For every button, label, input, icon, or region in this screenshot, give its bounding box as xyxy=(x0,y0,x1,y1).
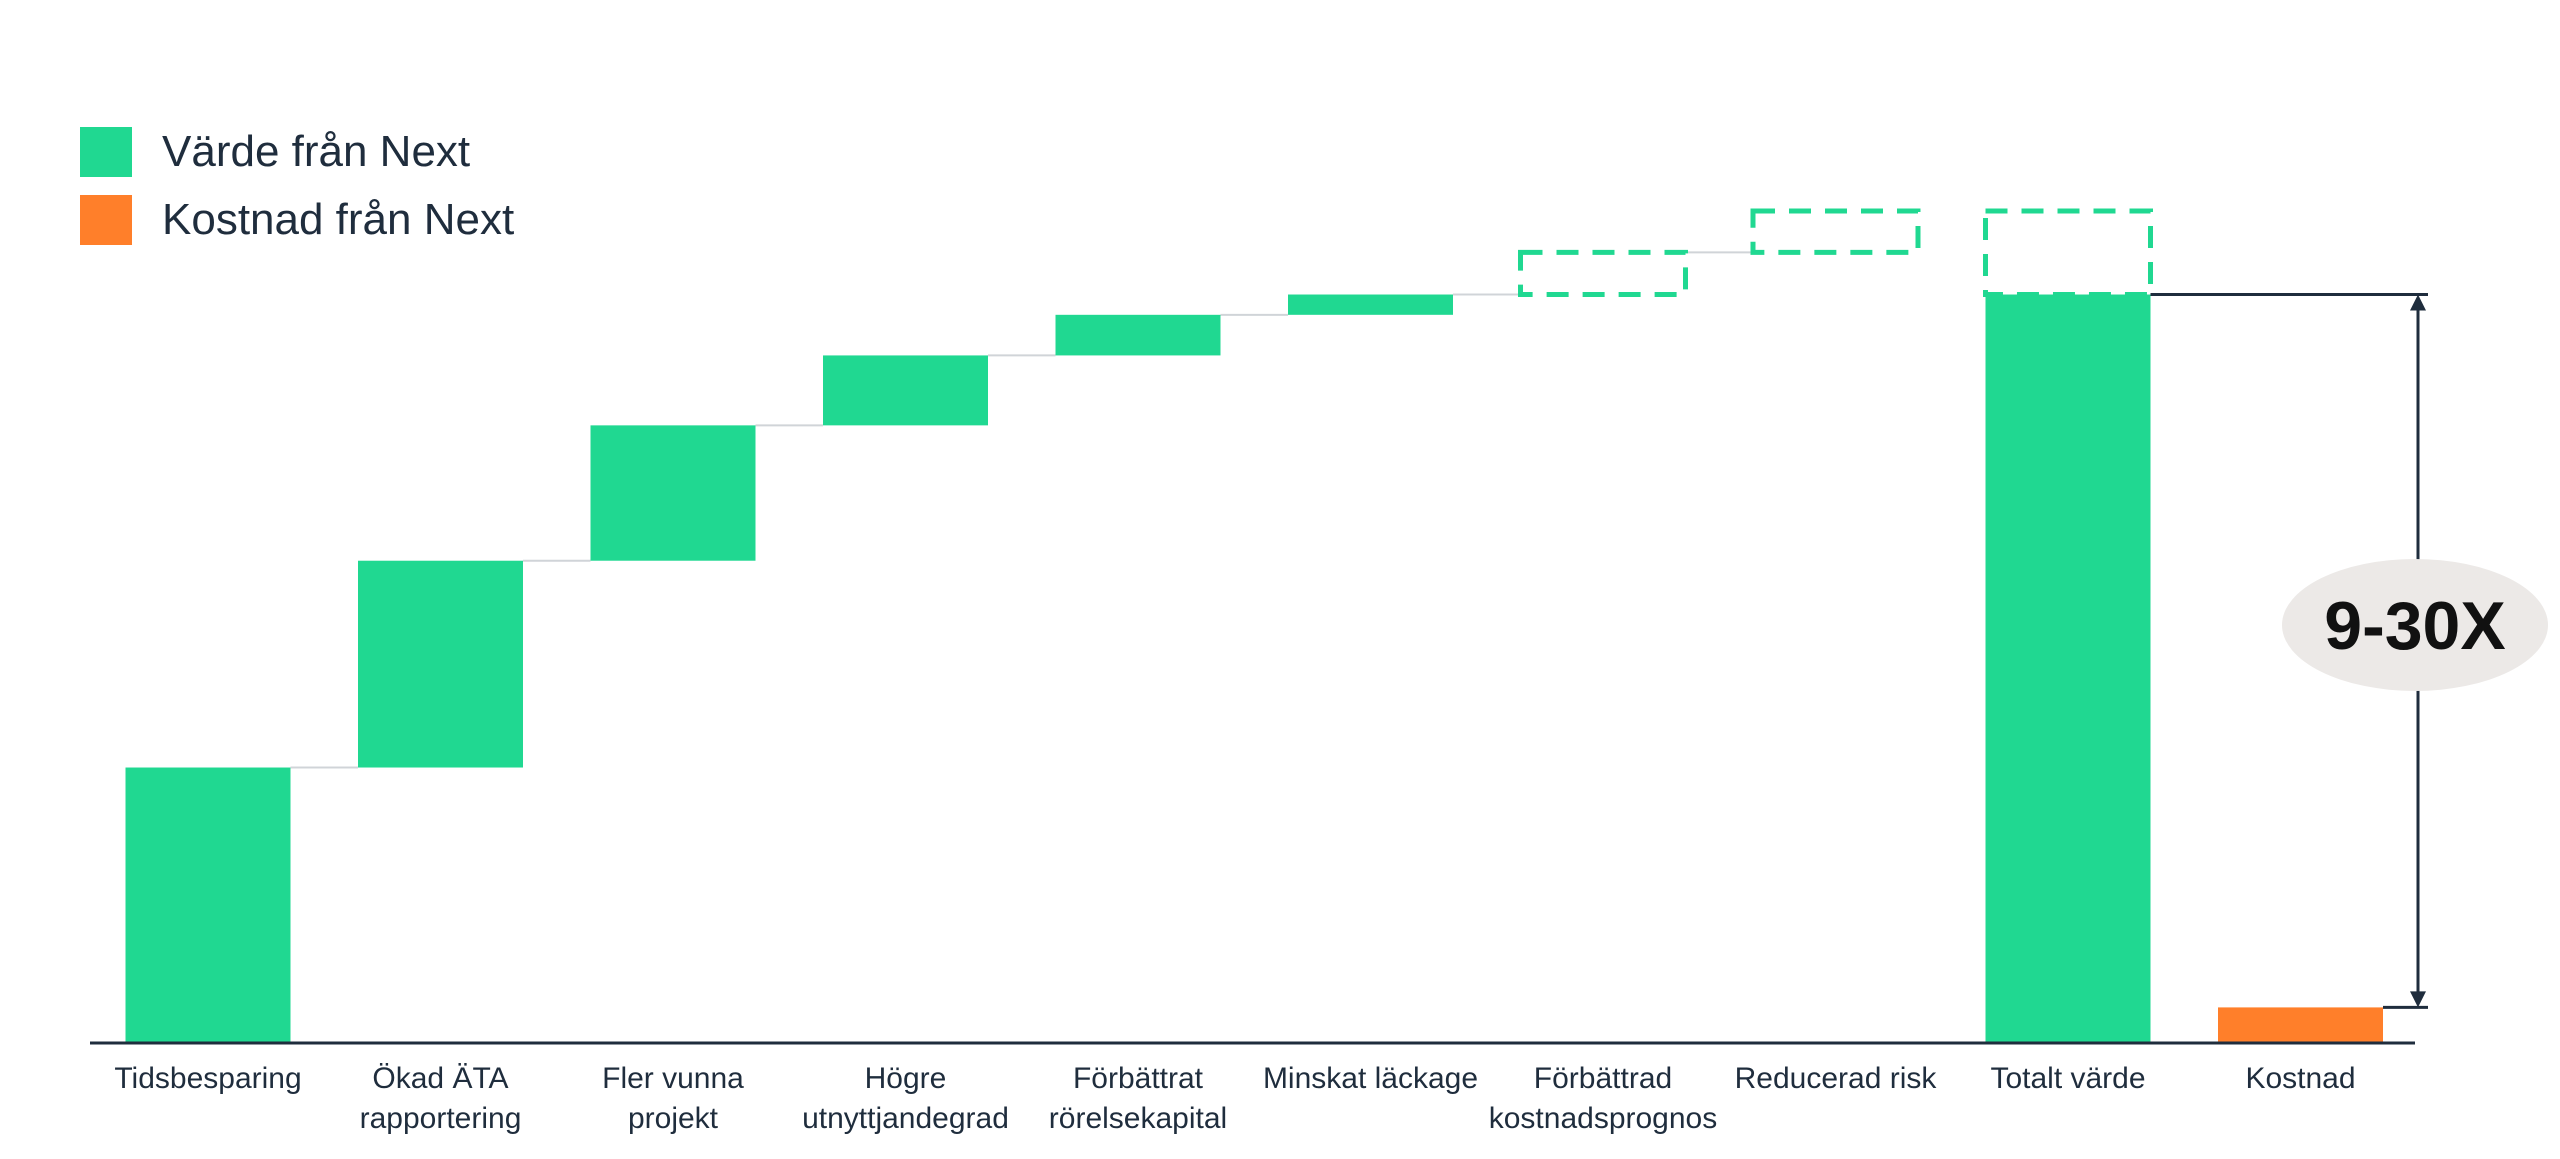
potential-bar xyxy=(1518,249,1688,298)
increment-bar xyxy=(590,425,756,561)
total-bar xyxy=(1985,294,2151,1043)
bars-group xyxy=(125,208,2383,1043)
category-label: projekt xyxy=(628,1102,719,1135)
category-label: Förbättrad xyxy=(1534,1062,1672,1095)
category-label: Fler vunna xyxy=(602,1062,744,1095)
ratio-badge xyxy=(2282,558,2548,691)
ratio-label: 9-30X xyxy=(2324,588,2505,664)
increment-bar xyxy=(823,355,988,426)
category-labels: Tidsbesparing Ökad ÄTA rapportering Fler vu… xyxy=(114,1062,2355,1135)
category-label: Tidsbesparing xyxy=(114,1062,301,1095)
category-label: Kostnad xyxy=(2245,1062,2355,1095)
legend-swatch-value xyxy=(80,127,132,177)
connector-lines xyxy=(290,251,1753,769)
increment-bar xyxy=(358,560,523,768)
legend-label-value: Värde från Next xyxy=(162,127,471,176)
increment-bar xyxy=(1055,314,1221,356)
category-label: kostnadsprognos xyxy=(1489,1102,1718,1135)
category-label: Förbättrat xyxy=(1073,1062,1204,1095)
category-label: Ökad ÄTA xyxy=(372,1062,508,1095)
legend: Värde från Next Kostnad från Next xyxy=(80,118,514,254)
ratio-annotation: 9-30X xyxy=(2150,293,2548,1009)
category-label: utnyttjandegrad xyxy=(802,1102,1009,1135)
potential-bar xyxy=(1750,208,1921,255)
legend-item-value: Värde från Next xyxy=(80,118,514,186)
category-label: Reducerad risk xyxy=(1735,1062,1938,1095)
legend-item-cost: Kostnad från Next xyxy=(80,186,514,254)
category-label: rapportering xyxy=(360,1102,522,1135)
legend-swatch-cost xyxy=(80,195,132,245)
category-label: rörelsekapital xyxy=(1049,1102,1227,1135)
category-label: Totalt värde xyxy=(1990,1062,2145,1095)
increment-bar xyxy=(125,767,291,1042)
category-label: Högre xyxy=(865,1062,947,1095)
arrow-down-icon xyxy=(2410,991,2426,1008)
potential-total-bar xyxy=(1983,208,2153,298)
legend-label-cost: Kostnad från Next xyxy=(162,195,515,244)
category-label: Minskat läckage xyxy=(1263,1062,1478,1095)
increment-bar xyxy=(1288,294,1453,315)
cost-bar xyxy=(2218,1007,2383,1042)
arrow-up-icon xyxy=(2410,294,2426,311)
